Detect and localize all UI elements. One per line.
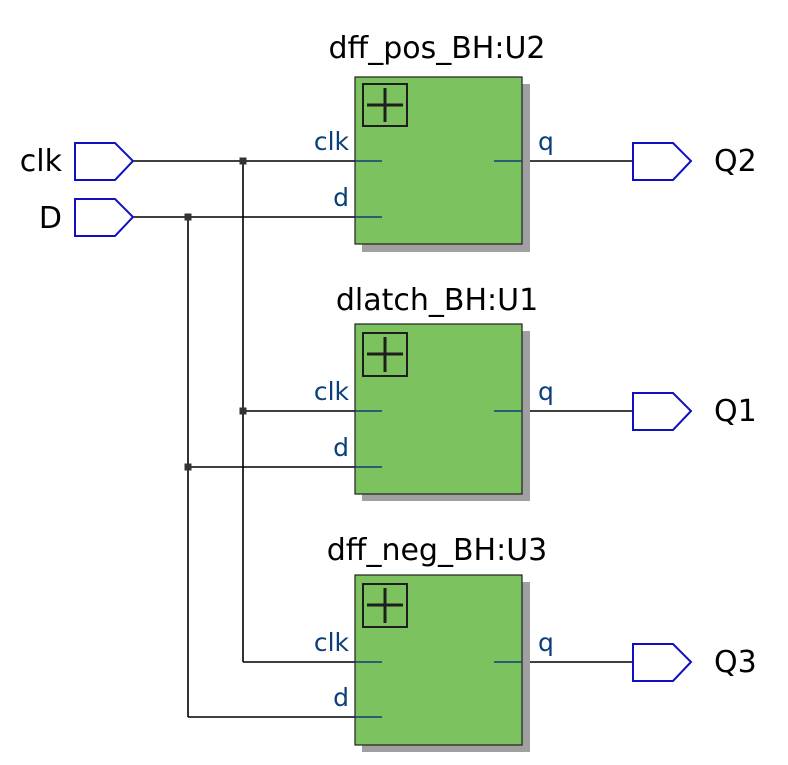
expand-icon[interactable] [362, 583, 408, 628]
block-dff-pos-u2[interactable]: dff_pos_BH:U2 clk d q [314, 31, 554, 252]
pin-label-q: q [538, 377, 554, 406]
junction-dot [184, 213, 192, 221]
pin-label-d: d [333, 683, 349, 712]
output-port-q2[interactable]: Q2 [632, 142, 757, 181]
output-label-q1: Q1 [714, 394, 757, 429]
pin-label-d: d [333, 433, 349, 462]
pin-label-clk: clk [314, 127, 350, 156]
pin-label-q: q [538, 628, 554, 657]
input-port-shape[interactable] [74, 198, 135, 237]
input-port-d[interactable]: D [39, 198, 135, 237]
expand-icon[interactable] [362, 332, 408, 377]
output-label-q2: Q2 [714, 144, 757, 179]
block-dff-neg-u3[interactable]: dff_neg_BH:U3 clk d q [314, 533, 554, 752]
input-label-clk: clk [20, 144, 63, 179]
block-title: dff_pos_BH:U2 [328, 31, 545, 66]
block-dlatch-u1[interactable]: dlatch_BH:U1 clk d q [314, 283, 554, 501]
block-title: dlatch_BH:U1 [336, 283, 538, 318]
output-port-shape[interactable] [632, 392, 693, 431]
output-label-q3: Q3 [714, 645, 757, 680]
output-port-shape[interactable] [632, 643, 693, 682]
block-title: dff_neg_BH:U3 [327, 533, 548, 568]
expand-icon[interactable] [362, 83, 408, 127]
junction-dot [239, 407, 247, 415]
junction-dot [184, 463, 192, 471]
input-label-d: D [39, 201, 62, 236]
wires [133, 157, 633, 718]
pin-label-clk: clk [314, 628, 350, 657]
pin-label-clk: clk [314, 377, 350, 406]
pin-label-d: d [333, 183, 349, 212]
pin-label-q: q [538, 127, 554, 156]
junction-dot [239, 157, 247, 165]
input-port-shape[interactable] [74, 142, 135, 181]
output-port-shape[interactable] [632, 142, 693, 181]
input-port-clk[interactable]: clk [20, 142, 135, 181]
output-port-q3[interactable]: Q3 [632, 643, 757, 682]
output-port-q1[interactable]: Q1 [632, 392, 757, 431]
